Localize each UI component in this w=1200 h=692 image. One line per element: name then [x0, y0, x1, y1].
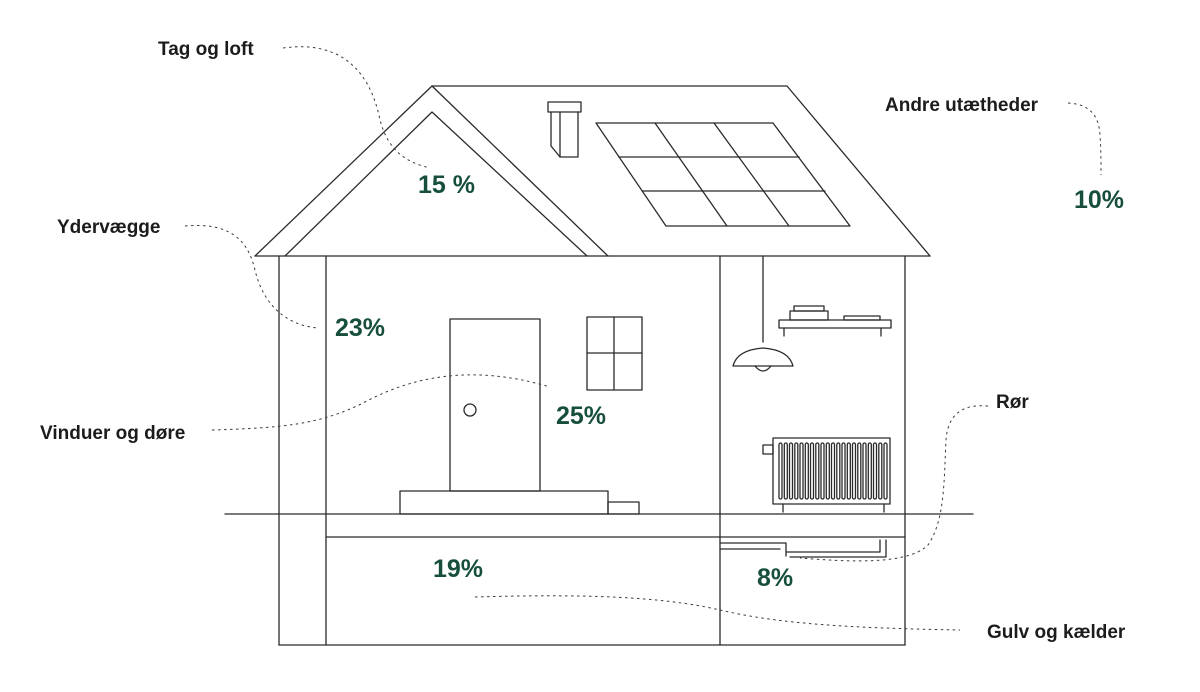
leader-lines [184, 46, 1102, 631]
radiator-fin [857, 442, 862, 500]
house-walls [278, 255, 906, 646]
radiator-fin [809, 442, 815, 500]
value-windows-doors: 25% [556, 402, 607, 430]
value-other-leaks: 10% [1074, 186, 1125, 214]
label-floor-basement: Gulv og kælder [987, 622, 1126, 643]
radiator-fin [846, 442, 851, 500]
radiator-fin [815, 442, 820, 500]
radiator-fin [799, 442, 804, 500]
radiator-fin [804, 442, 809, 500]
solar-panel [595, 122, 851, 227]
radiator-fin [836, 442, 841, 500]
window [586, 316, 643, 391]
pipes [719, 539, 887, 558]
wall-shelf [778, 305, 892, 337]
radiator-fin [841, 442, 846, 500]
radiator-fin [788, 442, 794, 500]
value-pipes: 8% [757, 564, 794, 592]
radiator-fin [778, 442, 783, 500]
radiator-fin [878, 442, 883, 500]
door [399, 318, 640, 515]
radiator-fin [825, 442, 830, 500]
value-walls: 23% [335, 314, 386, 342]
label-roof: Tag og loft [158, 39, 254, 60]
radiator-fin [872, 442, 878, 500]
label-windows-doors: Vinduer og døre [40, 423, 186, 444]
radiator-fin [883, 442, 888, 500]
label-walls: Ydervægge [57, 217, 161, 238]
label-pipes: Rør [996, 392, 1029, 413]
radiator-fin [783, 442, 788, 500]
radiator-fin [794, 442, 799, 500]
value-roof: 15 % [418, 171, 475, 199]
roof [254, 85, 931, 257]
ceiling-lamp [732, 255, 794, 372]
chimney [547, 101, 582, 158]
label-other-leaks: Andre utætheder [885, 95, 1039, 116]
radiator-fin [862, 442, 867, 500]
radiator-fin [820, 442, 825, 500]
radiator-fin [851, 442, 857, 500]
radiator-fin [867, 442, 872, 500]
radiator [762, 437, 891, 513]
value-floor-basement: 19% [433, 555, 484, 583]
radiator-fin [830, 442, 836, 500]
